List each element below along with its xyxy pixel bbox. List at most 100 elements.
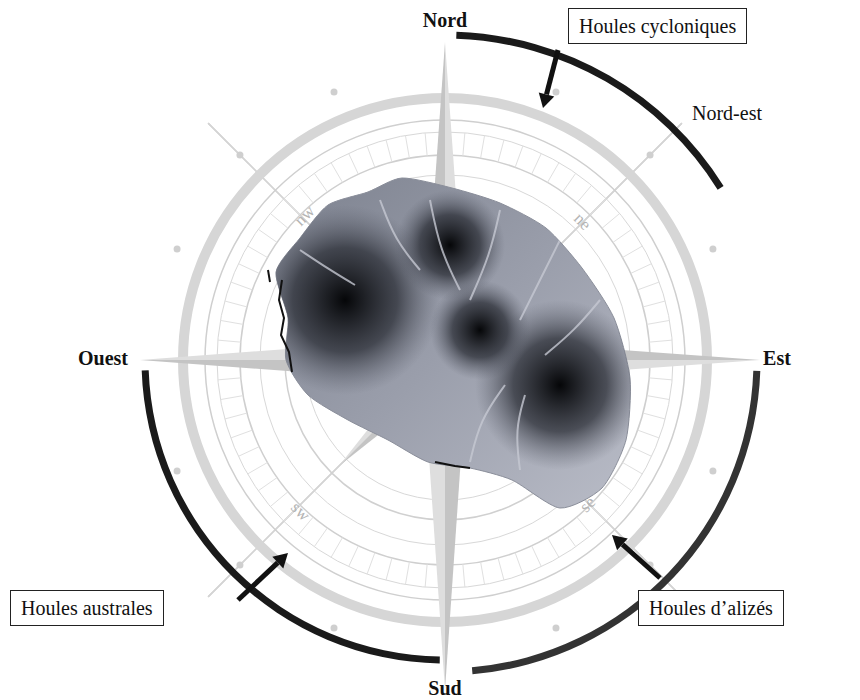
coast-mark	[268, 270, 270, 282]
swell-arrowhead	[612, 535, 628, 550]
compass-tick	[349, 153, 359, 174]
compass-tick	[405, 135, 409, 158]
compass-tick	[248, 246, 268, 258]
compass-dot	[174, 467, 181, 474]
swell-arc	[142, 370, 440, 663]
compass-dot	[647, 151, 654, 158]
swell-label-box: Houles cycloniques	[568, 8, 747, 44]
compass-tick	[643, 413, 665, 419]
ravine	[380, 200, 420, 270]
compass-tick	[590, 199, 606, 215]
compass-tick	[481, 562, 485, 585]
compass-label: se	[576, 493, 599, 516]
compass-tick	[349, 546, 359, 567]
compass-tick	[498, 140, 504, 162]
swell-arrow	[622, 544, 660, 578]
compass-tick	[548, 163, 560, 183]
compass-label: sw	[287, 499, 314, 526]
compass-tick	[613, 478, 632, 491]
compass-tick	[270, 492, 288, 507]
compass-tick	[563, 528, 576, 547]
compass-tick	[386, 558, 392, 580]
compass-tick	[647, 396, 670, 400]
compass-tick	[386, 140, 392, 162]
compass-tick	[649, 340, 672, 342]
compass-tick	[638, 430, 660, 438]
compass-label: ne	[570, 210, 595, 235]
direction-label: Ouest	[78, 347, 128, 369]
ravine	[520, 240, 560, 320]
compass-dot	[709, 467, 716, 474]
compass-dot	[236, 562, 243, 569]
compass-tick	[563, 173, 576, 192]
compass-dot	[331, 89, 338, 96]
compass-tick	[405, 562, 409, 585]
compass-tick	[577, 517, 592, 535]
compass-tick	[425, 133, 427, 156]
swell-arrow	[547, 50, 558, 94]
compass-tick	[548, 538, 560, 558]
compass-tick	[623, 463, 643, 475]
direction-label: Nord	[423, 9, 467, 31]
swell-label: Houles australes	[21, 596, 153, 620]
ravine	[545, 300, 600, 355]
compass-tick	[218, 340, 241, 342]
compass-tick	[331, 163, 343, 183]
direction-label: Est	[763, 347, 791, 369]
compass-tick	[367, 553, 375, 575]
compass-tick	[532, 153, 542, 174]
compass-tick	[649, 378, 672, 380]
compass-tick	[238, 264, 259, 274]
ravine	[470, 210, 500, 300]
compass-tick	[613, 229, 632, 242]
compass-tick	[258, 478, 277, 491]
swell-label-box: Houles australes	[10, 590, 164, 626]
compass-tick	[481, 135, 485, 158]
coast-mark	[435, 462, 470, 468]
compass-dot	[552, 89, 559, 96]
direction-label: Nord-est	[692, 102, 762, 124]
compass-tick	[643, 301, 665, 307]
compass-tick	[631, 447, 652, 457]
swell-label: Houles d’alizés	[649, 596, 773, 620]
swell-label: Houles cycloniques	[579, 14, 736, 38]
compass-tick	[623, 246, 643, 258]
compass-tick	[532, 546, 542, 567]
ravine	[300, 250, 355, 285]
swell-arrowhead	[539, 92, 554, 108]
coast-mark	[279, 280, 292, 372]
compass-tick	[463, 133, 465, 156]
compass-tick	[238, 447, 259, 457]
swell-arrow	[238, 563, 278, 600]
swell-label-box: Houles d’alizés	[638, 590, 784, 626]
compass-dot	[331, 624, 338, 631]
direction-label: Sud	[428, 677, 461, 699]
compass-tick	[220, 320, 243, 324]
compass-tick	[314, 528, 327, 547]
ravine	[470, 385, 505, 462]
compass-tick	[258, 229, 277, 242]
compass-tick	[647, 320, 670, 324]
ravine	[430, 200, 460, 290]
compass-tick	[631, 264, 652, 274]
compass-tick	[231, 282, 253, 290]
compass-tick	[602, 213, 620, 228]
compass-tick	[498, 558, 504, 580]
swell-arrowhead	[272, 553, 288, 568]
relief-shade	[430, 280, 530, 380]
compass-tick	[425, 564, 427, 587]
compass-tick	[602, 492, 620, 507]
compass-dot	[552, 624, 559, 631]
swell-arc	[456, 32, 723, 190]
compass-tick	[218, 378, 241, 380]
compass-tick	[515, 553, 523, 575]
compass-tick	[231, 430, 253, 438]
compass-tick	[248, 463, 268, 475]
compass-tick	[298, 185, 313, 203]
compass-label: nw	[291, 202, 319, 230]
swell-arc	[472, 371, 760, 675]
compass-dot	[174, 246, 181, 253]
compass-dot	[709, 246, 716, 253]
compass-tick	[314, 173, 327, 192]
